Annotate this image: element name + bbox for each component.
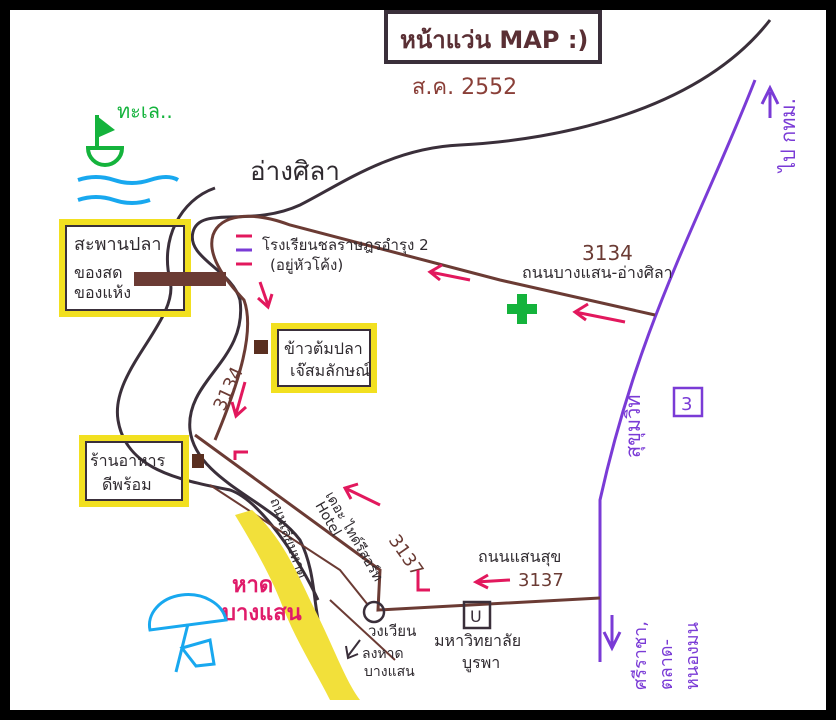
boat-icon — [85, 146, 125, 167]
shop-icon — [254, 340, 268, 354]
arrow-icon — [230, 381, 248, 419]
road-3137-mid-label: 3137 — [384, 531, 427, 581]
rice-soup-label: ข้าวต้มปลา — [284, 339, 363, 358]
arrow-up-icon — [760, 84, 780, 118]
sukhumvit-label: สุขุมวิท — [621, 395, 646, 458]
university-logo-text: U — [470, 607, 482, 626]
umbrella-icon — [147, 593, 228, 632]
arrow-down-icon — [602, 615, 622, 652]
to-sriracha-label: ศรีราชา, — [630, 621, 651, 690]
to-bangkok-label: ไป กทม. — [776, 98, 800, 174]
pier-icon — [134, 272, 226, 286]
arrow-icon — [256, 281, 274, 310]
saen-suk-road-label: ถนนแสนสุข — [478, 547, 561, 567]
route-shield — [672, 386, 704, 418]
arrow-icon — [233, 450, 248, 460]
wave-2 — [77, 195, 151, 205]
ang-sila-label: อ่างศิลา — [250, 157, 340, 187]
pier-label: สะพานปลา — [74, 234, 162, 255]
sukhumvit-road — [598, 79, 757, 662]
restaurant-name: ดีพร้อม — [102, 475, 152, 494]
university-name: บูรพา — [462, 653, 500, 673]
restaurant-label: ร้านอาหาร — [90, 451, 166, 470]
school-note: (อยู่หัวโค้ง) — [270, 256, 343, 274]
to-nong-mon-label: หนองมน — [682, 622, 703, 690]
map-title: หน้าแว่น MAP :) — [400, 26, 588, 54]
pier-box — [59, 219, 191, 317]
coastline-road — [188, 19, 772, 656]
arrow-icon — [572, 302, 626, 324]
title-box — [384, 10, 602, 64]
university-logo — [462, 600, 492, 630]
route-number: 3 — [681, 394, 692, 415]
restaurant-box — [79, 435, 189, 507]
pier-box-inner — [65, 225, 185, 311]
coastal-path — [115, 186, 320, 601]
university-label: มหาวิทยาลัย — [434, 631, 521, 650]
wave-1 — [77, 175, 180, 185]
rice-soup-box-inner — [277, 329, 371, 387]
rice-soup-name: เจ๊สมลักษณ์ — [290, 361, 370, 380]
restaurant-box-inner — [85, 441, 183, 501]
dry-goods-label: ของแห้ง — [74, 283, 131, 302]
fresh-goods-label: ของสด — [74, 263, 123, 282]
rice-soup-box — [271, 323, 377, 393]
arrow-icon — [342, 482, 381, 507]
map-date: ส.ค. 2552 — [412, 75, 517, 100]
beach-chair-icon — [179, 638, 216, 668]
arrow-icon — [472, 573, 511, 590]
road-3134-label: 3134 — [582, 241, 633, 265]
map-frame — [10, 10, 826, 710]
school-label: โรงเรียนชลราษฎรอำรุง 2 — [262, 236, 429, 255]
to-market-label: ตลาด- — [656, 639, 677, 690]
beach-name: บางแสน — [222, 601, 302, 626]
to-beach-name: บางแสน — [364, 664, 415, 680]
to-beach-label: ลงหาด — [362, 646, 404, 662]
roundabout-icon — [362, 600, 386, 624]
hospital-icon — [507, 294, 537, 324]
roundabout-label: วงเวียน — [368, 622, 416, 640]
sand-shore — [235, 510, 360, 700]
sea-label: ทะเล.. — [117, 99, 173, 123]
arrow-icon — [427, 263, 471, 282]
arrow-icon — [416, 570, 430, 592]
beach-title: หาด — [232, 573, 273, 598]
shop-icon — [192, 454, 204, 468]
flag-icon — [97, 116, 115, 138]
road-3137-right-label: 3137 — [518, 570, 564, 591]
arrow-icon — [345, 639, 361, 660]
beach-access — [329, 599, 396, 661]
bang-saen-ang-sila-label: ถนนบางแสน-อ่างศิลา — [522, 263, 673, 282]
